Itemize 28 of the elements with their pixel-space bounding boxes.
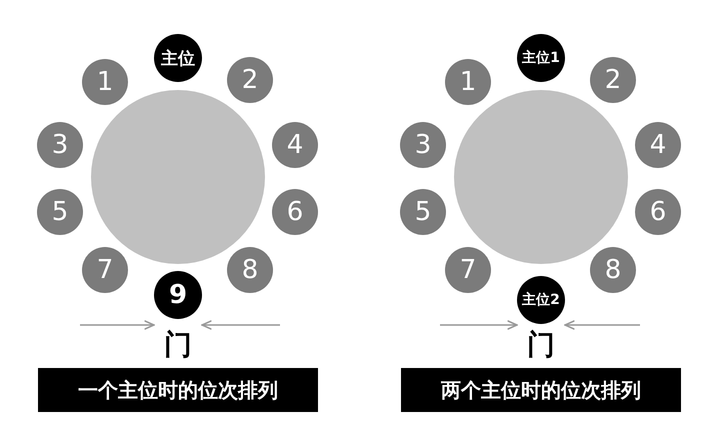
arrow [201, 320, 280, 330]
seat-marker: 4 [272, 122, 318, 168]
seat-marker: 6 [635, 189, 681, 235]
seat-marker: 4 [635, 122, 681, 168]
host-seat-marker: 主位2 [517, 276, 565, 324]
seat-marker: 2 [590, 57, 636, 103]
seat-marker: 6 [272, 189, 318, 235]
host-seat-marker: 9 [154, 271, 202, 319]
caption-banner: 两个主位时的位次排列 [401, 368, 681, 412]
seat-marker: 3 [37, 122, 83, 168]
seat-marker: 3 [400, 122, 446, 168]
seat-marker: 7 [445, 247, 491, 293]
seat-marker: 2 [227, 57, 273, 103]
door-label: 门 [521, 327, 561, 363]
seat-marker: 8 [227, 247, 273, 293]
host-seat-marker: 主位 [154, 34, 202, 82]
seat-marker: 5 [400, 189, 446, 235]
arrow [564, 320, 640, 330]
host-seat-marker: 主位1 [517, 34, 565, 82]
seat-marker: 1 [445, 59, 491, 105]
seat-marker: 7 [82, 247, 128, 293]
arrow [440, 320, 518, 330]
seat-marker: 1 [82, 59, 128, 105]
seat-marker: 5 [37, 189, 83, 235]
seat-marker: 8 [590, 247, 636, 293]
door-label: 门 [158, 327, 198, 363]
arrow [80, 320, 155, 330]
caption-banner: 一个主位时的位次排列 [38, 368, 318, 412]
